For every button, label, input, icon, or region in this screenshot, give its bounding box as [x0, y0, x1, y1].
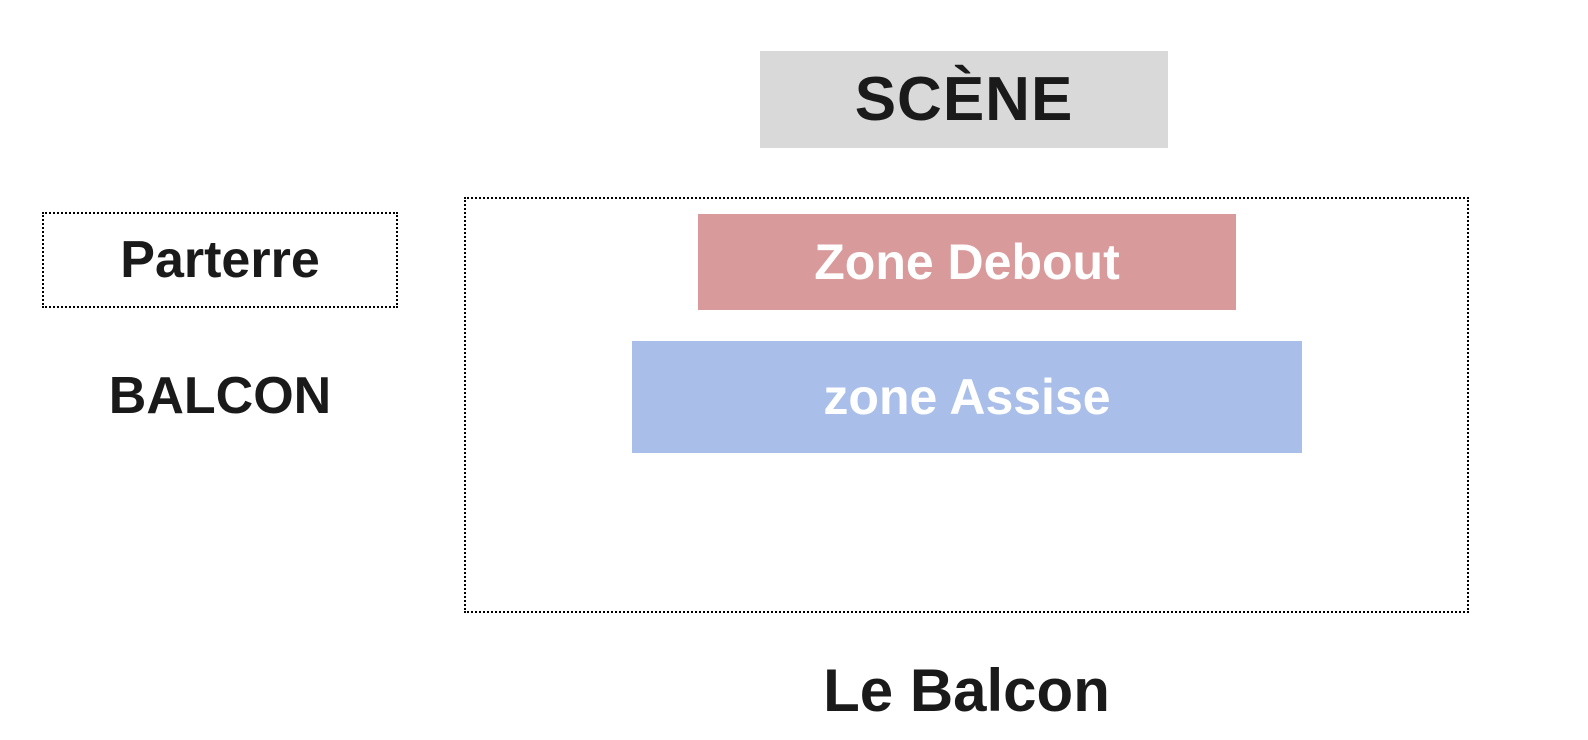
zone-assise-label: zone Assise [823, 369, 1111, 425]
venue-title: Le Balcon [823, 657, 1110, 724]
zone-debout-box: Zone Debout [698, 214, 1236, 310]
parterre-box: Parterre [42, 212, 398, 308]
stage-label: SCÈNE [854, 65, 1074, 134]
parterre-label: Parterre [120, 231, 320, 289]
zone-debout-label: Zone Debout [814, 234, 1120, 290]
stage-box: SCÈNE [760, 51, 1168, 148]
balcon-label: BALCON [108, 367, 332, 425]
zone-assise-box: zone Assise [632, 341, 1302, 453]
balcon-hall-box: Zone Debout zone Assise [464, 197, 1469, 613]
